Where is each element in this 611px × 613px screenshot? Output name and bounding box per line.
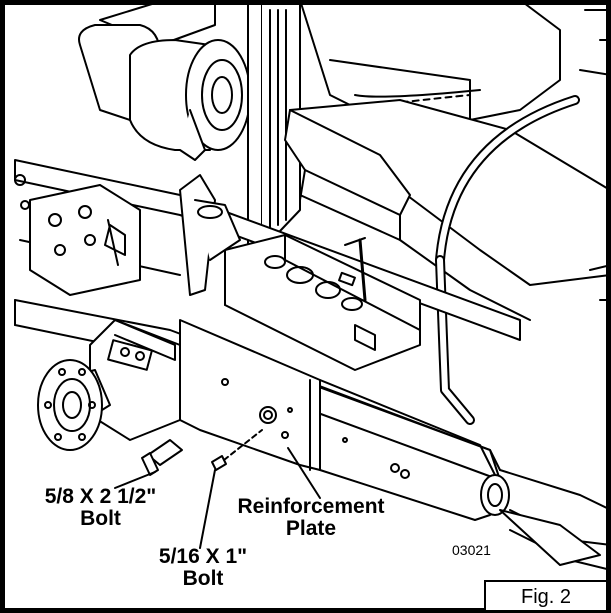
callout-bolt-5-16: 5/16 X 1" Bolt — [128, 546, 278, 590]
callout-bolt-5-8-name: Bolt — [80, 507, 121, 530]
figure-caption: Fig. 2 — [484, 580, 606, 610]
callout-reinforcement-line1: Reinforcement — [237, 495, 385, 518]
control-panel — [224, 234, 421, 371]
gearbox — [14, 174, 141, 296]
callout-bolt-5-8: 5/8 X 2 1/2" Bolt — [18, 486, 183, 530]
leader-lines — [114, 447, 321, 549]
bolt-5-8-shape — [141, 439, 183, 476]
callout-reinforcement-line2: Plate — [285, 517, 337, 540]
bracket-tower — [179, 174, 241, 296]
callout-bolt-5-16-size: 5/16 X 1" — [158, 545, 248, 568]
callout-bolt-5-8-size: 5/8 X 2 1/2" — [44, 485, 157, 508]
handle-bar — [435, 95, 580, 425]
air-intake-pipe — [78, 0, 251, 161]
figure-code: 03021 — [452, 542, 491, 558]
foot-pad — [499, 509, 601, 566]
callout-bolt-5-16-name: Bolt — [182, 567, 224, 590]
callout-reinforcement-plate: Reinforcement Plate — [218, 496, 404, 540]
seat — [284, 0, 611, 321]
reinforcement-plate-shape — [179, 319, 496, 521]
hydraulic-motor — [37, 319, 181, 451]
bolt-5-16-shape — [211, 429, 263, 471]
vertical-column — [247, 0, 301, 251]
